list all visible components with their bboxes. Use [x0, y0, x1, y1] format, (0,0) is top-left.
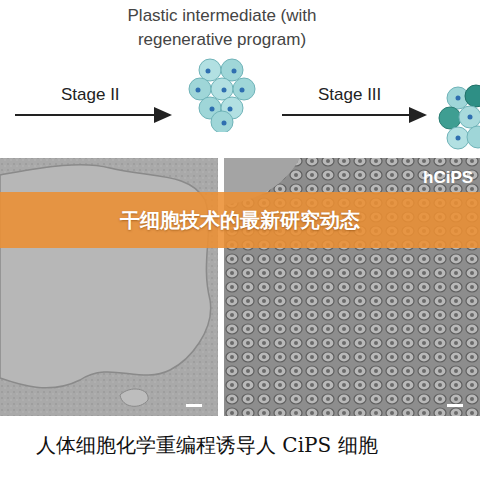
cell-cluster-drawing — [182, 56, 262, 132]
title-banner — [0, 192, 480, 248]
stage-arrow — [282, 114, 425, 116]
stage-label: Stage III — [318, 85, 381, 105]
cell-line-label: hCiPS — [423, 168, 473, 188]
stage-label: Stage II — [61, 85, 120, 105]
cell-cluster: Plastic intermediate (with regenerative … — [102, 4, 342, 132]
banner-title: 干细胞技术的最新研究动态 — [120, 207, 360, 234]
scale-bar — [186, 404, 202, 407]
cluster-heading: Plastic intermediate (with regenerative … — [102, 4, 342, 52]
stage-arrow — [15, 114, 170, 116]
figure-caption: 人体细胞化学重编程诱导人 CiPS 细胞 — [36, 432, 378, 459]
cell-cluster — [439, 85, 480, 149]
scale-bar — [447, 404, 463, 407]
